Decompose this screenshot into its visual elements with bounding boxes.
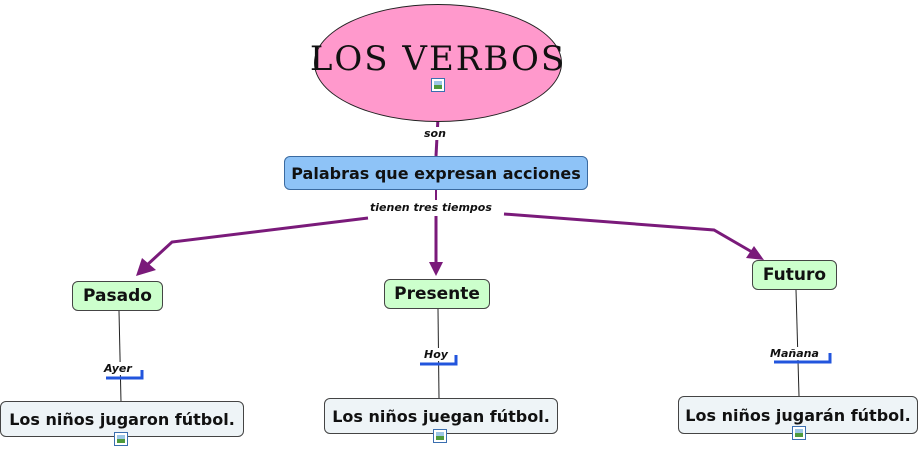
image-icon[interactable]: [431, 78, 445, 92]
time-word-manana: Mañana: [770, 347, 819, 360]
image-icon[interactable]: [792, 426, 806, 440]
image-icon[interactable]: [114, 432, 128, 446]
arrowhead-presente: [429, 262, 443, 276]
arrowhead-pasado: [136, 258, 156, 276]
arrow-to-pasado: [144, 216, 369, 268]
example-text: Los niños jugaron fútbol.: [9, 409, 235, 429]
example-text: Los niños juegan fútbol.: [332, 406, 550, 426]
image-icon[interactable]: [433, 429, 447, 443]
link-son-label: son: [424, 127, 446, 140]
tense-label: Presente: [394, 284, 480, 304]
bracket-manana: [774, 353, 832, 364]
example-text: Los niños jugarán fútbol.: [685, 405, 911, 425]
link-tiempos-label: tienen tres tiempos: [370, 201, 492, 214]
title-text: LOS VERBOS: [309, 39, 567, 79]
arrow-to-futuro: [503, 212, 753, 254]
time-word-hoy: Hoy: [424, 348, 448, 361]
pasado-connector: [118, 310, 122, 403]
time-word-ayer: Ayer: [104, 362, 132, 375]
definition-text: Palabras que expresan acciones: [291, 163, 581, 183]
example-node-presente[interactable]: Los niños juegan fútbol.: [324, 398, 558, 434]
tense-node-futuro[interactable]: Futuro: [752, 260, 837, 290]
tense-label: Pasado: [83, 286, 152, 306]
tense-node-presente[interactable]: Presente: [384, 279, 490, 309]
tense-node-pasado[interactable]: Pasado: [72, 281, 163, 311]
title-node[interactable]: LOS VERBOS: [310, 4, 564, 122]
futuro-connector: [795, 289, 800, 397]
bracket-ayer: [106, 370, 144, 380]
arrowhead-futuro: [746, 246, 764, 260]
bracket-hoy: [420, 355, 458, 366]
definition-node[interactable]: Palabras que expresan acciones: [284, 156, 588, 190]
tense-label: Futuro: [762, 265, 827, 285]
